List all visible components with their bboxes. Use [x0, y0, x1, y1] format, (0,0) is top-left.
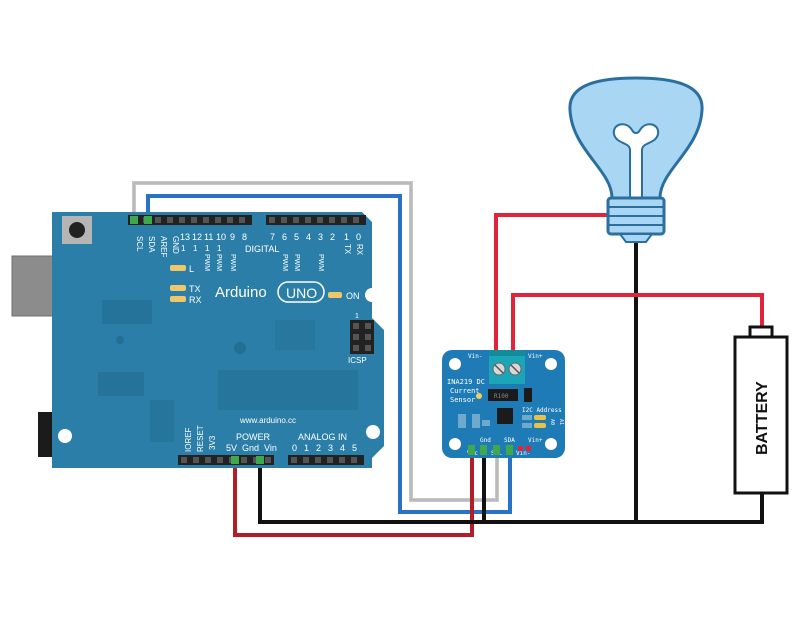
- power-label: POWER: [236, 432, 271, 442]
- svg-text:1: 1: [217, 244, 222, 253]
- battery-label: BATTERY: [754, 381, 771, 455]
- svg-text:PWM: PWM: [215, 254, 222, 271]
- svg-text:PWM: PWM: [203, 254, 210, 271]
- pin-label-reset: RESET: [196, 425, 205, 452]
- pin-label-1: 1: [344, 232, 349, 242]
- led-rx-label: RX: [189, 295, 202, 305]
- sensor-vin-minus-label: Vin-: [516, 450, 530, 457]
- battery-body: [733, 335, 789, 495]
- shunt-label: R100: [494, 393, 509, 400]
- svg-text:PWM: PWM: [229, 254, 236, 271]
- pin-label-6: 6: [282, 232, 287, 242]
- pin-label-4: 4: [306, 232, 311, 242]
- vin-minus-wire: [494, 213, 614, 360]
- pwm-labels: PWM PWM PWM PWM PWM PWM: [203, 254, 324, 271]
- icsp-pin-one: 1: [355, 313, 359, 320]
- pin-label-12: 12: [192, 232, 202, 242]
- sensor-gnd-label: Gnd: [480, 437, 491, 444]
- sensor-title-2: Current: [450, 387, 480, 395]
- svg-text:5: 5: [352, 443, 357, 453]
- pin-label-gnd: GND: [171, 236, 180, 254]
- pin-label-2: 2: [330, 232, 335, 242]
- wires: [132, 181, 764, 537]
- sensor-vin-minus-top: Vin-: [468, 353, 482, 360]
- icsp-label: ICSP: [348, 356, 367, 365]
- arduino-url: www.arduino.cc: [239, 416, 296, 425]
- pin-label-9: 9: [230, 232, 235, 242]
- sensor-vin-plus-top: Vin+: [528, 353, 543, 360]
- pin-label-aref: AREF: [159, 236, 168, 257]
- pin-label-ioref: IOREF: [184, 427, 193, 452]
- a1-label: A1: [558, 419, 564, 425]
- digital-header-labels: SCL SDA AREF GND: [135, 236, 180, 257]
- sensor-title-3: Sensor: [450, 396, 475, 404]
- pin-label-7: 7: [270, 232, 275, 242]
- pin-label-scl: SCL: [135, 236, 144, 252]
- pin-label-3v3: 3V3: [208, 435, 217, 450]
- svg-text:PWM: PWM: [293, 254, 300, 271]
- svg-text:PWM: PWM: [281, 254, 288, 271]
- light-bulb: [568, 76, 704, 243]
- arduino-board: SCL SDA AREF GND 13 12 11 10 9 8 7 6 5 4…: [11, 212, 384, 468]
- arduino-logo: Arduino: [215, 284, 267, 301]
- sensor-title-1: INA219 DC: [447, 378, 485, 386]
- pin-label-rx: RX: [355, 244, 364, 256]
- svg-text:1: 1: [181, 244, 186, 253]
- uno-label: UNO: [286, 285, 317, 301]
- a0-label: A0: [549, 419, 555, 425]
- sensor-sda-label: SDA: [504, 437, 515, 444]
- uno-badge: [277, 281, 325, 303]
- pin-label-8: 8: [242, 232, 247, 242]
- svg-text:1: 1: [193, 244, 198, 253]
- ina219-sensor: Vin- Vin+ INA219 DC Current Sensor R100 …: [442, 350, 565, 458]
- bulb-filament: [612, 123, 660, 198]
- pin-label-tx: TX: [343, 244, 352, 255]
- sensor-vin-plus-label: Vin+: [528, 437, 543, 444]
- digital-label: DIGITAL: [245, 244, 279, 254]
- svg-text:1: 1: [304, 443, 309, 453]
- on-label: ON: [346, 291, 360, 301]
- ina219-chip: [497, 408, 513, 424]
- pin-label-sda: SDA: [147, 236, 156, 253]
- led-tx-label: TX: [189, 284, 201, 294]
- pin-label-3: 3: [318, 232, 323, 242]
- svg-text:3: 3: [328, 443, 333, 453]
- gnd-wire: [258, 452, 486, 524]
- pin-label-5v: 5V: [226, 443, 237, 453]
- svg-text:1: 1: [205, 244, 210, 253]
- pin-label-10: 10: [216, 232, 226, 242]
- sensor-pcb: [442, 350, 565, 458]
- sda-wire: [146, 194, 512, 514]
- vcc-wire: [233, 452, 474, 537]
- pin-label-0: 0: [356, 232, 361, 242]
- svg-text:4: 4: [340, 443, 345, 453]
- shunt-resistor: [488, 389, 518, 401]
- ground-bus-wire: [484, 492, 764, 524]
- i2c-address-label: I2C Address: [522, 407, 562, 414]
- vin-plus-wire: [511, 293, 764, 360]
- pin-label-13: 13: [180, 232, 190, 242]
- pin-label-11: 11: [204, 232, 213, 242]
- svg-text:0: 0: [292, 443, 297, 453]
- analog-in-label: ANALOG IN: [298, 432, 347, 442]
- pin-label-gnd-power: Gnd: [242, 443, 259, 453]
- digital-pin-numbers: 13 12 11 10 9 8 7 6 5 4 3 2 1 0: [180, 232, 361, 242]
- pin-label-5: 5: [294, 232, 299, 242]
- led-l-label: L: [189, 264, 194, 274]
- svg-text:2: 2: [316, 443, 321, 453]
- pin-label-vin: Vin: [264, 443, 277, 453]
- battery: BATTERY: [733, 325, 789, 495]
- svg-text:PWM: PWM: [317, 254, 324, 271]
